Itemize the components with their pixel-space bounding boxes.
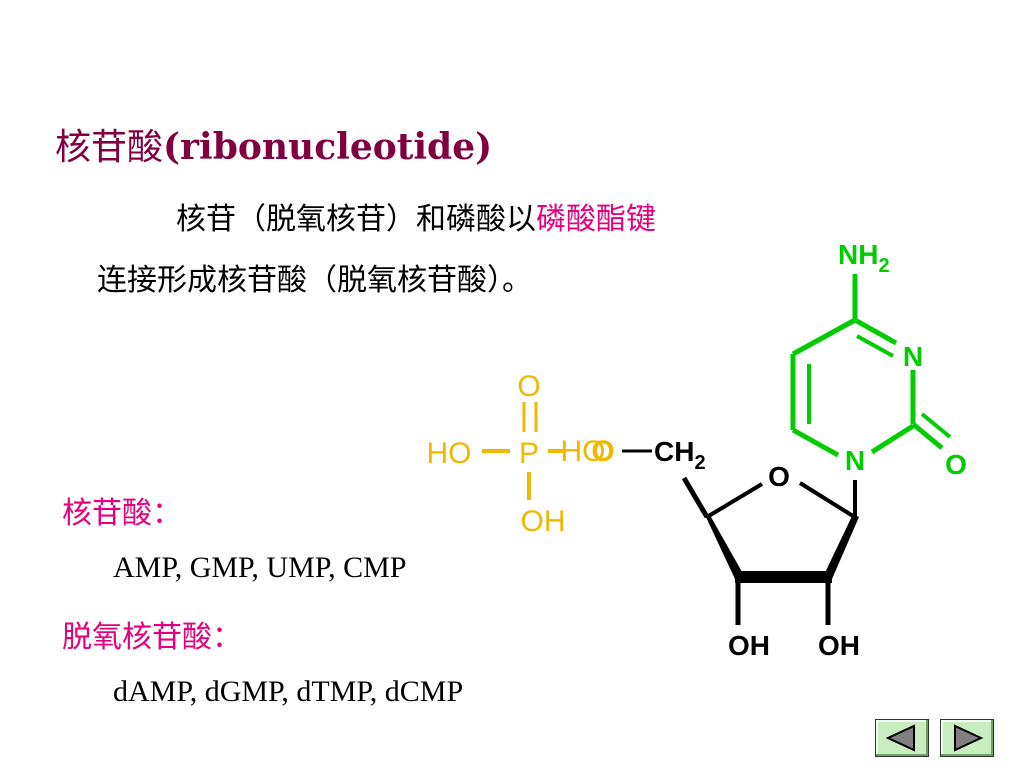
title-chinese: 核苷酸 <box>55 127 164 168</box>
phosphate-group: O HO P HO OH <box>427 370 606 538</box>
sugar-oh-left: OH <box>728 630 770 661</box>
cytosine-base: NH2 N N O <box>790 239 967 480</box>
sugar-ring-o: O <box>768 461 790 492</box>
phosphoester-bond-highlight: 磷酸酯键 <box>536 202 656 237</box>
phosphate-p: P <box>519 437 539 470</box>
phosphate-ho-left: HO <box>427 437 472 470</box>
next-slide-button[interactable] <box>940 719 994 757</box>
c6-n1-bond <box>791 427 840 458</box>
sugar-ch-subscript: 2 <box>694 452 705 474</box>
c4-n3-bond <box>853 317 898 346</box>
sugar-ch2: CH2 <box>654 436 706 474</box>
ch2-c4-bond <box>681 476 710 519</box>
c4-n3-double-bond <box>856 334 894 358</box>
sugar-link-o: O <box>591 435 614 468</box>
triangle-left-icon <box>885 724 915 752</box>
previous-slide-button[interactable] <box>875 719 929 757</box>
slide-title: 核苷酸(ribonucleotide) <box>55 118 492 170</box>
c2-o-bond <box>911 422 944 450</box>
c4-o-bond <box>705 482 764 519</box>
c2-o-double-bond <box>920 412 952 439</box>
description-line-1: 核苷（脱氧核苷）和磷酸以磷酸酯键 <box>176 194 656 238</box>
sugar-oh-right: OH <box>818 630 860 661</box>
ribonucleotide-label: 核苷酸： <box>62 496 182 531</box>
base-o: O <box>945 449 967 480</box>
deoxyribonucleotide-list: dAMP, dGMP, dTMP, dCMP <box>113 675 464 708</box>
c4-c3-wedge <box>705 515 746 579</box>
base-n1: N <box>845 445 865 476</box>
ribose-sugar: O CH2 O OH OH <box>591 435 860 661</box>
c1-c2-wedge <box>822 514 859 579</box>
base-n3: N <box>903 341 923 372</box>
phosphate-ho-right: HO <box>561 435 606 468</box>
c3-c2-bond <box>735 571 832 583</box>
triangle-right-icon <box>954 724 984 752</box>
description-line-2: 连接形成核苷酸（脱氧核苷酸）。 <box>97 263 532 298</box>
base-nh2: NH2 <box>838 239 890 277</box>
base-nh-text: NH <box>838 239 878 270</box>
phosphate-o-top: O <box>517 370 540 403</box>
deoxyribonucleotide-label: 脱氧核苷酸： <box>62 620 242 655</box>
phosphate-oh-bottom: OH <box>521 505 566 538</box>
ribonucleotide-list: AMP, GMP, UMP, CMP <box>113 551 407 584</box>
o-c1-bond <box>798 481 855 518</box>
description-text: 核苷（脱氧核苷）和磷酸以 <box>176 202 536 237</box>
n1-c2-bond <box>870 423 915 455</box>
sugar-ch-text: CH <box>654 436 694 467</box>
c4-c5-bond <box>791 317 857 357</box>
base-nh-subscript: 2 <box>878 255 889 277</box>
title-english: (ribonucleotide) <box>163 126 493 168</box>
